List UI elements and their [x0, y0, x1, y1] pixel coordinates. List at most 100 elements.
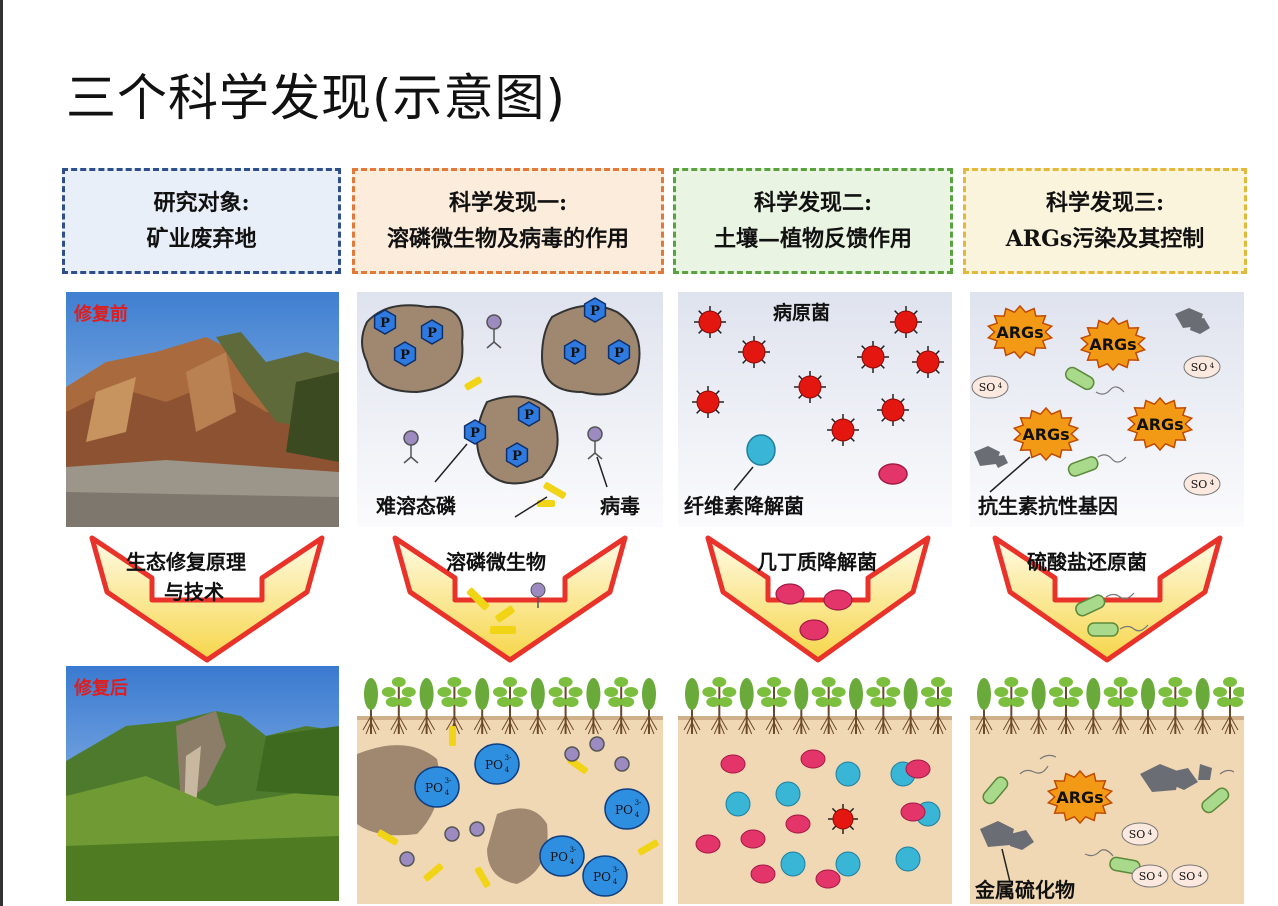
header-line2: ARGs污染及其控制: [1005, 226, 1205, 252]
svg-text:4: 4: [1210, 479, 1215, 487]
svg-text:4: 4: [613, 878, 618, 886]
phosphate-hex: P: [607, 339, 631, 365]
photo-before-restoration: 修复前: [66, 292, 339, 527]
svg-text:P: P: [512, 449, 522, 464]
phosphate-hex: P: [583, 297, 607, 323]
cellulose-bacterium: [780, 851, 806, 877]
header-discovery-2: 科学发现二: 土壤—植物反馈作用: [673, 168, 953, 274]
svg-text:SO: SO: [1129, 828, 1146, 841]
svg-text:P: P: [427, 326, 437, 341]
svg-text:4: 4: [1158, 871, 1163, 879]
phosphate-hex: P: [463, 419, 487, 445]
cellulose-bacterium: [725, 791, 751, 817]
svg-text:SO: SO: [1139, 870, 1156, 883]
svg-text:SO: SO: [1179, 870, 1196, 883]
svg-text:P: P: [590, 304, 600, 319]
chitin-bacterium: [800, 749, 826, 769]
pathogen-cell: [827, 414, 859, 446]
pathogen-cell: [877, 394, 909, 426]
arrow-label-discovery-2: 几丁质降解菌: [757, 550, 877, 574]
svg-text:PO: PO: [550, 850, 568, 864]
svg-text:ARGs: ARGs: [1136, 415, 1183, 434]
svg-text:SO: SO: [979, 381, 996, 394]
svg-text:4: 4: [1210, 362, 1215, 370]
header-line2: 土壤—植物反馈作用: [713, 226, 912, 252]
svg-text:SO: SO: [1191, 361, 1208, 374]
svg-text:4: 4: [998, 382, 1003, 390]
args-burst: ARGs: [1046, 769, 1114, 825]
left-edge-rule: [0, 0, 3, 906]
svg-text:P: P: [400, 348, 410, 363]
args-burst: ARGs: [1012, 406, 1080, 462]
phosphate-hex: P: [420, 319, 444, 345]
plant: [1158, 677, 1193, 735]
svg-text:P: P: [470, 426, 480, 441]
chitin-bacterium: [905, 759, 931, 779]
plant: [584, 678, 602, 735]
svg-text:ARGs: ARGs: [1022, 425, 1069, 444]
label-metal-sulfide: 金属硫化物: [975, 878, 1075, 902]
plant: [604, 677, 639, 735]
chitin-bacterium: [785, 814, 811, 834]
plant: [792, 678, 810, 735]
svg-text:PO: PO: [593, 870, 611, 884]
chitin-bacterium: [750, 864, 776, 884]
arrow2-contents: [775, 583, 853, 641]
plant: [1213, 677, 1244, 735]
svg-text:PO: PO: [615, 803, 633, 817]
panel2-top: [678, 292, 952, 527]
plant: [418, 678, 436, 735]
label-cellulose-bacteria: 纤维素降解菌: [684, 494, 804, 518]
svg-text:P: P: [524, 408, 534, 423]
svg-text:4: 4: [445, 789, 450, 797]
plant: [683, 678, 701, 735]
plant: [811, 677, 846, 735]
svg-text:P: P: [380, 316, 390, 331]
plant: [1194, 678, 1212, 735]
pathogen-cell: [738, 336, 770, 368]
arrow-label-restoration-line1: 生态修复原理: [126, 550, 246, 574]
svg-text:3-: 3-: [570, 846, 577, 854]
arrow1-contents: [466, 582, 546, 634]
plant: [866, 677, 901, 735]
plant: [921, 677, 952, 735]
cellulose-bacterium: [895, 846, 921, 872]
photo-label-before: 修复前: [74, 304, 128, 325]
header-discovery-3: 科学发现三: ARGs污染及其控制: [963, 168, 1247, 274]
plant: [437, 677, 472, 735]
svg-text:PO: PO: [425, 781, 443, 795]
header-line1: 科学发现一:: [448, 190, 568, 216]
args-burst: ARGs: [1126, 396, 1194, 452]
phosphate-hex: P: [393, 341, 417, 367]
page-title: 三个科学发现(示意图): [66, 69, 567, 127]
header-line1: 科学发现二:: [753, 190, 873, 216]
plant: [640, 678, 658, 735]
args-burst: ARGs: [986, 304, 1054, 360]
plant: [738, 678, 756, 735]
chitin-bacterium: [720, 754, 746, 774]
plant: [1139, 678, 1157, 735]
plant: [362, 678, 380, 735]
header-line1: 科学发现三:: [1045, 190, 1165, 216]
svg-text:PO: PO: [485, 758, 503, 772]
header-line2: 矿业废弃地: [146, 226, 257, 252]
plant: [1103, 677, 1138, 735]
plant: [529, 678, 547, 735]
chitin-bacterium: [900, 802, 926, 822]
svg-text:3-: 3-: [505, 754, 512, 762]
arrow-label-discovery-3: 硫酸盐还原菌: [1027, 550, 1147, 574]
plant: [381, 677, 416, 735]
arrow3-contents: [1075, 592, 1149, 637]
plant: [473, 678, 491, 735]
pathogen-cell: [912, 346, 944, 378]
